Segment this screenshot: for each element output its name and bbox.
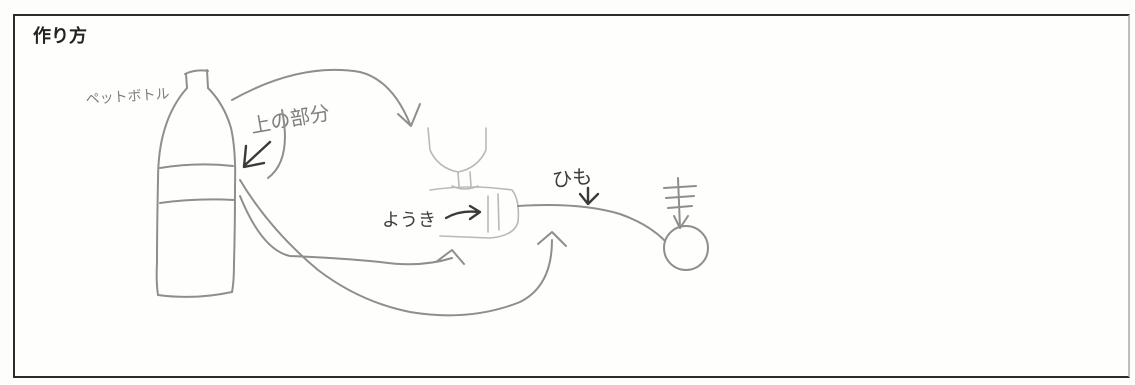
arrow-to-bottle (242, 140, 272, 169)
section-title: 作り方 (33, 26, 87, 47)
top-part-label: 上の部分 (249, 100, 332, 138)
string-line (517, 204, 665, 241)
ball-drawing (663, 177, 709, 271)
container-drawing (429, 186, 520, 239)
funnel-drawing (427, 127, 487, 190)
flow-curve-lower (239, 179, 553, 317)
flow-curve-middle (239, 195, 453, 266)
container-label: ようき (382, 210, 436, 231)
string-label-arrow (578, 186, 600, 206)
string-label: ひも (551, 164, 593, 192)
bottle-caption-text: ペットボトル (85, 86, 170, 108)
container-label-arrow (444, 204, 482, 221)
bottle-drawing (155, 69, 237, 298)
answer-box (13, 14, 1130, 378)
flow-curve-top (267, 109, 286, 179)
arrow-to-funnel (231, 69, 411, 125)
